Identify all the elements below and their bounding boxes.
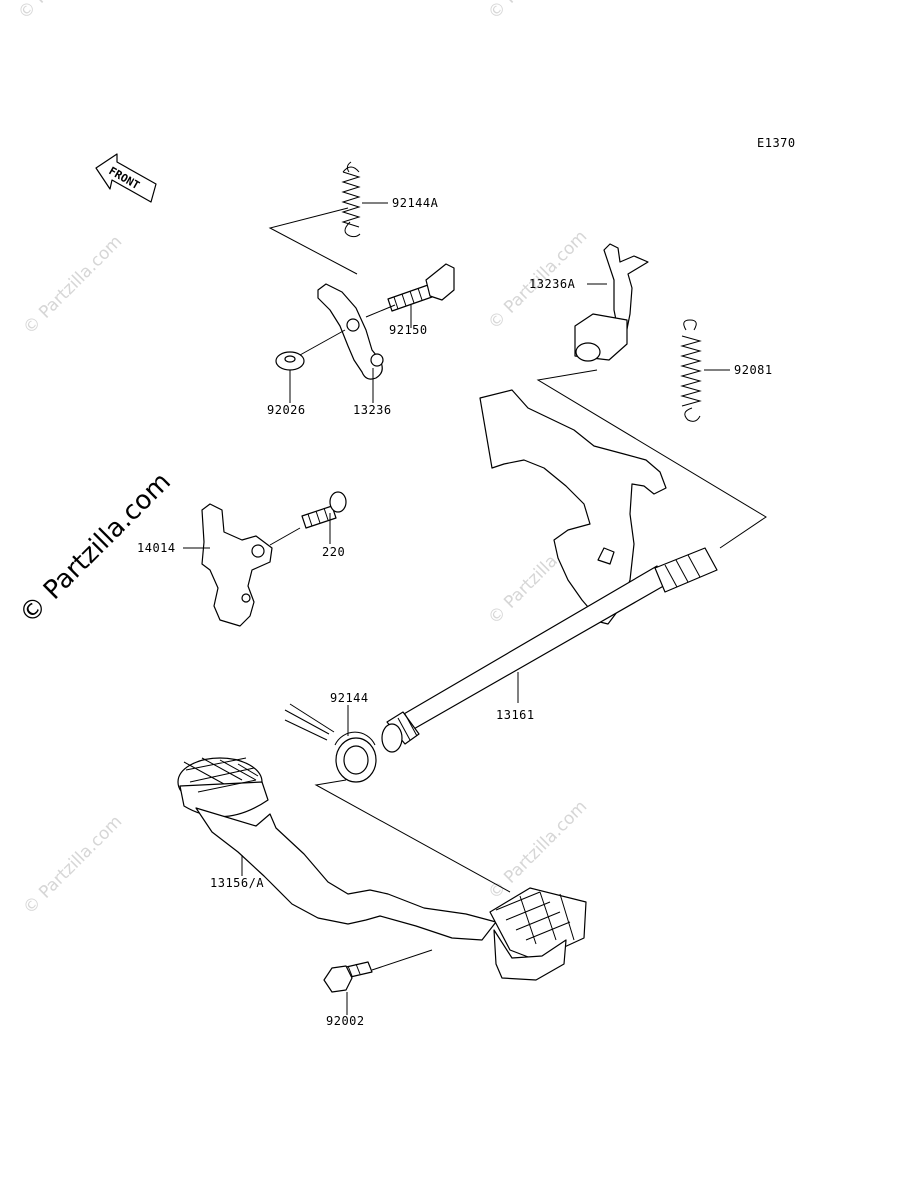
bolt-92150 (387, 263, 455, 312)
pedal-13156A (177, 757, 587, 981)
watermark-text: © Partzilla.com (19, 232, 126, 339)
label-13236: 13236 (353, 403, 392, 417)
label-92144: 92144 (330, 691, 369, 705)
label-92144A: 92144A (392, 196, 439, 210)
label-13161: 13161 (496, 708, 535, 722)
label-92002: 92002 (326, 1014, 365, 1028)
label-13236A: 13236A (529, 277, 576, 291)
arm-13236 (317, 283, 384, 380)
washer-92026 (275, 351, 305, 371)
spring-92144A (341, 161, 361, 238)
lever-13236A (574, 243, 649, 362)
arm-14014 (201, 503, 273, 627)
watermark-text: © Partzilla.com (19, 812, 126, 919)
shaft-13161 (381, 389, 718, 753)
label-92026: 92026 (267, 403, 306, 417)
front-arrow-icon: FRONT (95, 153, 157, 203)
label-14014: 14014 (137, 541, 176, 555)
spring-92081 (680, 319, 702, 422)
spring-92144 (284, 703, 377, 783)
label-92081: 92081 (734, 363, 773, 377)
watermark-text: © Partzilla.com (484, 797, 591, 904)
label-220: 220 (322, 545, 345, 559)
label-13156A: 13156/A (210, 876, 264, 890)
watermark-text: © Partzilla.com (484, 0, 591, 24)
bolt-220 (301, 491, 347, 529)
label-92150: 92150 (389, 323, 428, 337)
bolt-92002 (323, 961, 373, 993)
watermark-text: © Partzilla.com (14, 0, 121, 24)
diagram-code: E1370 (757, 136, 796, 150)
